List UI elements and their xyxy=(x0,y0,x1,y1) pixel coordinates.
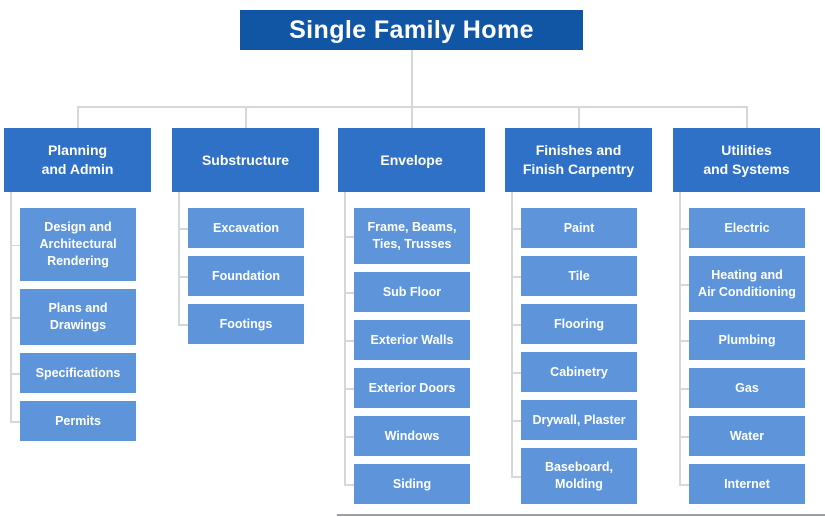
node-footings: Footings xyxy=(178,304,304,344)
node-label: Electric xyxy=(724,220,770,235)
connector-rail xyxy=(511,192,513,476)
category-label: Utilities and Systems xyxy=(703,142,790,177)
children-finishes: Paint Tile Flooring Cabinetry Drywall, P… xyxy=(511,208,637,504)
node-label: Gas xyxy=(735,380,759,395)
node-permits: Permits xyxy=(10,401,136,441)
node-label: Design and Architectural Rendering xyxy=(39,220,117,268)
node-specifications: Specifications xyxy=(10,353,136,393)
node-excavation: Excavation xyxy=(178,208,304,248)
category-utilities: Utilities and Systems xyxy=(673,128,820,192)
node-label: Permits xyxy=(55,413,101,428)
node-drywall-plaster: Drywall, Plaster xyxy=(511,400,637,440)
category-planning-admin: Planning and Admin xyxy=(4,128,151,192)
node-label: Water xyxy=(729,428,765,443)
node-sub-floor: Sub Floor xyxy=(344,272,470,312)
node-label: Plans and Drawings xyxy=(48,301,108,332)
node-label: Excavation xyxy=(212,220,279,235)
node-foundation: Foundation xyxy=(178,256,304,296)
node-label: Specifications xyxy=(35,365,121,380)
branch-utilities: Utilities and Systems Electric Heating a… xyxy=(673,128,820,504)
connector-drop-substructure xyxy=(245,106,247,129)
connector-drop-envelope xyxy=(411,106,413,129)
node-label: Frame, Beams, Ties, Trusses xyxy=(367,220,457,251)
node-label: Plumbing xyxy=(718,332,776,347)
root-node: Single Family Home xyxy=(240,10,583,50)
children-utilities: Electric Heating and Air Conditioning Pl… xyxy=(679,208,805,504)
node-water: Water xyxy=(679,416,805,456)
node-heating-air-conditioning: Heating and Air Conditioning xyxy=(679,256,805,312)
node-siding: Siding xyxy=(344,464,470,504)
connector-rail xyxy=(10,192,12,421)
category-label: Envelope xyxy=(380,151,443,168)
node-label: Siding xyxy=(392,476,432,491)
node-label: Drywall, Plaster xyxy=(532,412,626,427)
node-label: Exterior Walls xyxy=(370,332,454,347)
connector-rail xyxy=(178,192,180,324)
root-node-label: Single Family Home xyxy=(289,15,534,44)
category-finishes: Finishes and Finish Carpentry xyxy=(505,128,652,192)
node-label: Cabinetry xyxy=(550,364,608,379)
node-plumbing: Plumbing xyxy=(679,320,805,360)
children-substructure: Excavation Foundation Footings xyxy=(178,208,304,344)
node-label: Windows xyxy=(384,428,440,443)
children-planning-admin: Design and Architectural Rendering Plans… xyxy=(10,208,136,441)
category-envelope: Envelope xyxy=(338,128,485,192)
node-plans-drawings: Plans and Drawings xyxy=(10,289,136,345)
connector-rail xyxy=(679,192,681,484)
node-label: Tile xyxy=(568,268,590,283)
node-label: Baseboard, Molding xyxy=(544,460,614,491)
connector-drop-planning xyxy=(77,106,79,129)
node-gas: Gas xyxy=(679,368,805,408)
node-label: Footings xyxy=(219,316,273,331)
connector-drop-finishes xyxy=(578,106,580,129)
node-exterior-walls: Exterior Walls xyxy=(344,320,470,360)
branch-finishes: Finishes and Finish Carpentry Paint Tile… xyxy=(505,128,652,504)
node-flooring: Flooring xyxy=(511,304,637,344)
branch-envelope: Envelope Frame, Beams, Ties, Trusses Sub… xyxy=(338,128,485,504)
node-exterior-doors: Exterior Doors xyxy=(344,368,470,408)
connector-drop-utilities xyxy=(746,106,748,129)
node-windows: Windows xyxy=(344,416,470,456)
bottom-edge-line xyxy=(337,514,825,516)
node-label: Exterior Doors xyxy=(368,380,456,395)
node-label: Paint xyxy=(563,220,595,235)
node-tile: Tile xyxy=(511,256,637,296)
node-paint: Paint xyxy=(511,208,637,248)
node-frame-beams-ties-trusses: Frame, Beams, Ties, Trusses xyxy=(344,208,470,264)
node-design-architectural-rendering: Design and Architectural Rendering xyxy=(10,208,136,281)
category-label: Planning and Admin xyxy=(41,142,114,177)
node-label: Flooring xyxy=(554,316,604,331)
node-electric: Electric xyxy=(679,208,805,248)
node-label: Sub Floor xyxy=(382,284,442,299)
node-label: Internet xyxy=(724,476,770,491)
connector-root-drop xyxy=(411,50,413,106)
category-label: Substructure xyxy=(201,151,290,168)
node-cabinetry: Cabinetry xyxy=(511,352,637,392)
branch-planning-admin: Planning and Admin Design and Architectu… xyxy=(4,128,151,441)
connector-rail xyxy=(344,192,346,484)
node-label: Foundation xyxy=(211,268,281,283)
category-label: Finishes and Finish Carpentry xyxy=(522,142,635,177)
node-baseboard-molding: Baseboard, Molding xyxy=(511,448,637,504)
node-label: Heating and Air Conditioning xyxy=(698,268,796,299)
children-envelope: Frame, Beams, Ties, Trusses Sub Floor Ex… xyxy=(344,208,470,504)
node-internet: Internet xyxy=(679,464,805,504)
category-substructure: Substructure xyxy=(172,128,319,192)
branch-substructure: Substructure Excavation Foundation Footi… xyxy=(172,128,319,344)
